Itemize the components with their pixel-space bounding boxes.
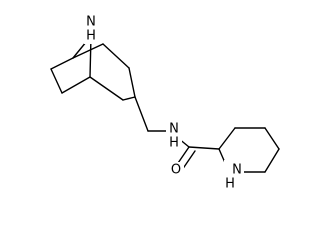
bridge-n-text: N (86, 15, 96, 30)
amide-h-text: H (169, 136, 179, 151)
double-bond (181, 150, 196, 171)
oxygen-text: O (171, 163, 181, 178)
bond (218, 127, 236, 150)
piperidine-n-text: N (232, 163, 242, 178)
amide-n-text: N (169, 122, 179, 137)
bond (61, 76, 91, 94)
bond (122, 96, 136, 101)
atom-label-amide-nh: N H (166, 122, 182, 153)
bridge-h-text: H (86, 29, 96, 44)
bond (72, 43, 104, 59)
bicyclic-cage (50, 35, 136, 101)
bond (128, 67, 136, 98)
chemical-structure-diagram: N H N H O H N (50, 14, 280, 192)
bond (89, 76, 124, 101)
bond (50, 57, 74, 70)
atom-label-piperidine-nh: H N (224, 160, 244, 192)
bond (102, 43, 130, 69)
bond (50, 68, 63, 94)
atom-label-oxygen: O (168, 162, 184, 178)
bond (264, 148, 280, 173)
piperidine-h-text: H (225, 177, 235, 192)
bond (188, 146, 220, 150)
bond (134, 96, 149, 132)
linker (134, 96, 169, 132)
bond (264, 127, 280, 150)
atom-label-bridge-nh: N H (84, 14, 98, 44)
